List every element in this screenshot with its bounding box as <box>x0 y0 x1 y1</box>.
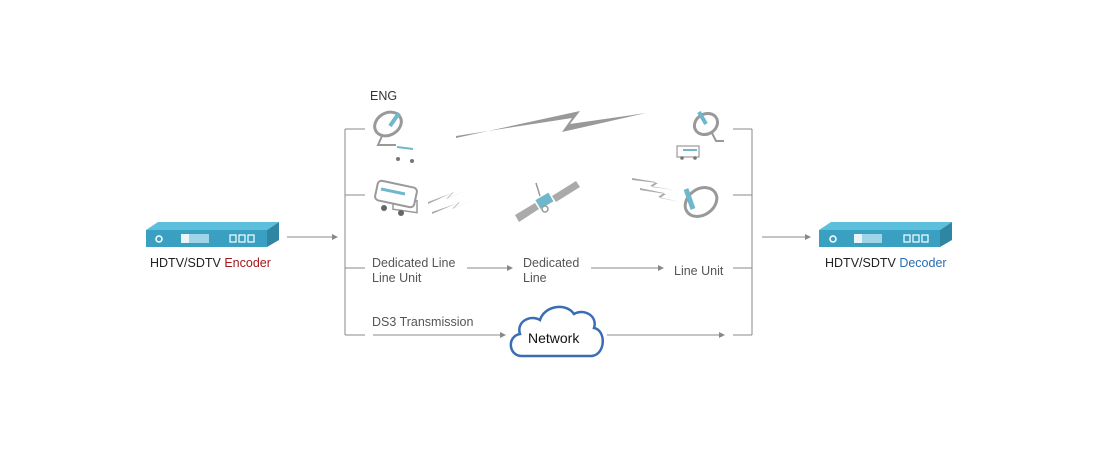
dedicated-middle-label-2: Line <box>523 271 547 285</box>
right-bracket <box>733 128 753 336</box>
decoder-label: HDTV/SDTV Decoder <box>825 256 947 270</box>
decoder-device <box>819 222 952 247</box>
encoder-name: HDTV/SDTV <box>150 256 221 270</box>
encoder-device <box>146 222 279 247</box>
lightning-bolt-downlink <box>632 178 680 202</box>
eng-dish-van-right-icon <box>676 110 724 160</box>
receiving-dish-icon <box>683 186 719 218</box>
satellite-van-icon <box>374 179 418 216</box>
dedicated-dest-label: Line Unit <box>674 264 724 278</box>
ds3-label: DS3 Transmission <box>372 315 474 329</box>
lightning-bolt-uplink <box>428 189 476 214</box>
dedicated-source-label-2: Line Unit <box>372 271 422 285</box>
left-bracket <box>344 128 365 336</box>
encoder-type: Encoder <box>224 256 271 270</box>
dedicated-middle-label-1: Dedicated <box>523 256 580 270</box>
encoder-label: HDTV/SDTV Encoder <box>150 256 271 270</box>
network-label: Network <box>528 330 580 346</box>
satellite-icon <box>515 181 580 222</box>
dedicated-source-label-1: Dedicated Line <box>372 256 456 270</box>
network-cloud-icon <box>509 305 604 358</box>
lightning-bolt-long <box>456 111 646 138</box>
eng-label: ENG <box>370 89 398 103</box>
decoder-name: HDTV/SDTV <box>825 256 896 270</box>
decoder-type: Decoder <box>899 256 947 270</box>
